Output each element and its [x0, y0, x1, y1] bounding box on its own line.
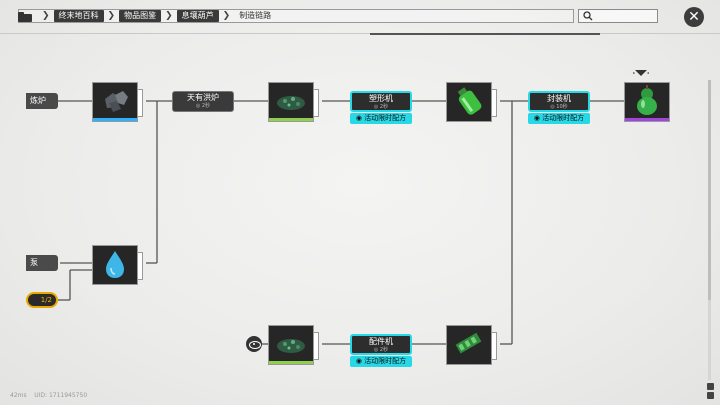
folder-icon[interactable] — [18, 11, 32, 22]
ping-value: 42ms — [10, 392, 27, 399]
limited-recipe-badge: ◉ 活动限时配方 — [528, 113, 590, 124]
header-divider — [0, 33, 720, 34]
header-accent-line — [370, 33, 600, 35]
chevron-right-icon: ❯ — [165, 11, 173, 21]
water-drop-icon — [106, 251, 124, 278]
tag-icon: ◉ — [533, 114, 543, 122]
eye-icon[interactable] — [246, 336, 262, 352]
machine-packaging[interactable]: 封装机 ◎ 10秒 ◉ 活动限时配方 — [528, 91, 590, 124]
machine-time: ◎ 10秒 — [550, 104, 568, 110]
item-ore[interactable] — [92, 82, 143, 122]
item-xirang-gourd[interactable] — [624, 82, 670, 122]
breadcrumb-item-catalog[interactable]: 物品图鉴 — [119, 10, 162, 22]
stub-label: 泵 — [30, 258, 38, 267]
stub-label: 炼炉 — [30, 96, 46, 105]
item-connector — [492, 89, 497, 117]
input-stub-pump[interactable]: 泵 — [26, 255, 58, 271]
breadcrumb-item-gourd[interactable]: 息壤葫芦 — [176, 10, 219, 22]
machine-name: 天有洪炉 — [187, 93, 219, 102]
rarity-bar — [269, 118, 313, 121]
item-green-parts[interactable] — [446, 325, 497, 365]
item-green-powder[interactable] — [268, 82, 319, 122]
footer-status: 42ms UID: 1711945750 — [10, 392, 87, 399]
rarity-bar — [93, 118, 137, 121]
input-stub-furnace[interactable]: 炼炉 — [26, 93, 58, 109]
machine-parts[interactable]: 配件机 ◎ 2秒 ◉ 活动限时配方 — [350, 334, 412, 367]
item-connector — [314, 89, 319, 117]
item-green-powder-2[interactable] — [268, 325, 319, 365]
machine-name: 封装机 — [547, 94, 571, 103]
gourd-icon — [637, 85, 657, 115]
machine-header: 塑形机 ◎ 2秒 — [350, 91, 412, 112]
search-input[interactable] — [578, 9, 658, 23]
bottle-icon — [457, 87, 482, 115]
chevron-right-icon: ❯ — [107, 11, 116, 21]
chevron-right-icon: ❯ — [222, 11, 231, 21]
badge-text: 活动限时配方 — [364, 114, 407, 122]
green-powder-icon — [277, 339, 305, 353]
info-icon[interactable] — [707, 392, 714, 399]
breadcrumb-item-encyclopedia[interactable]: 终末地百科 — [53, 10, 104, 22]
target-marker-icon — [633, 70, 649, 76]
parts-icon — [455, 332, 482, 354]
breadcrumb: ❯ 终末地百科 ❯ 物品图鉴 ❯ 息壤葫芦 ❯ 制造链路 — [18, 9, 276, 23]
item-connector — [138, 89, 143, 117]
ore-icon — [105, 91, 128, 112]
machine-header: 配件机 ◎ 2秒 — [350, 334, 412, 355]
tag-icon: ◉ — [355, 357, 365, 365]
settings-icon[interactable] — [707, 383, 714, 390]
machine-name: 配件机 — [369, 337, 393, 346]
footer-icons — [707, 383, 715, 403]
green-powder-icon — [277, 96, 305, 110]
breadcrumb-current: 制造链路 — [239, 11, 272, 20]
machine-name: 塑形机 — [369, 94, 393, 103]
machine-header: 天有洪炉 ◎ 2秒 — [172, 91, 234, 112]
search-icon — [583, 11, 593, 21]
chevron-right-icon: ❯ — [42, 11, 50, 21]
machine-header: 封装机 ◎ 10秒 — [528, 91, 590, 112]
tag-icon: ◉ — [355, 114, 365, 122]
alternate-route-toggle[interactable]: 1/2 — [26, 292, 58, 308]
badge-text: 活动限时配方 — [542, 114, 585, 122]
machine-time: ◎ 2秒 — [195, 103, 211, 109]
route-count: 1/2 — [40, 296, 52, 304]
item-connector — [492, 332, 497, 360]
item-connector — [138, 252, 143, 280]
limited-recipe-badge: ◉ 活动限时配方 — [350, 113, 412, 124]
uid-value: UID: 1711945750 — [34, 392, 88, 399]
rarity-bar — [625, 118, 669, 121]
item-water[interactable] — [92, 245, 143, 285]
item-green-bottle[interactable] — [446, 82, 497, 122]
close-button[interactable]: ✕ — [684, 7, 704, 27]
scrollbar-thumb[interactable] — [708, 80, 711, 300]
close-icon: ✕ — [688, 9, 700, 25]
limited-recipe-badge: ◉ 活动限时配方 — [350, 356, 412, 367]
machine-molding[interactable]: 塑形机 ◎ 2秒 ◉ 活动限时配方 — [350, 91, 412, 124]
machine-time: ◎ 2秒 — [373, 347, 389, 353]
item-connector — [314, 332, 319, 360]
machine-time: ◎ 2秒 — [373, 104, 389, 110]
rarity-bar — [269, 361, 313, 364]
badge-text: 活动限时配方 — [364, 357, 407, 365]
machine-tianyou-furnace[interactable]: 天有洪炉 ◎ 2秒 — [172, 91, 234, 112]
